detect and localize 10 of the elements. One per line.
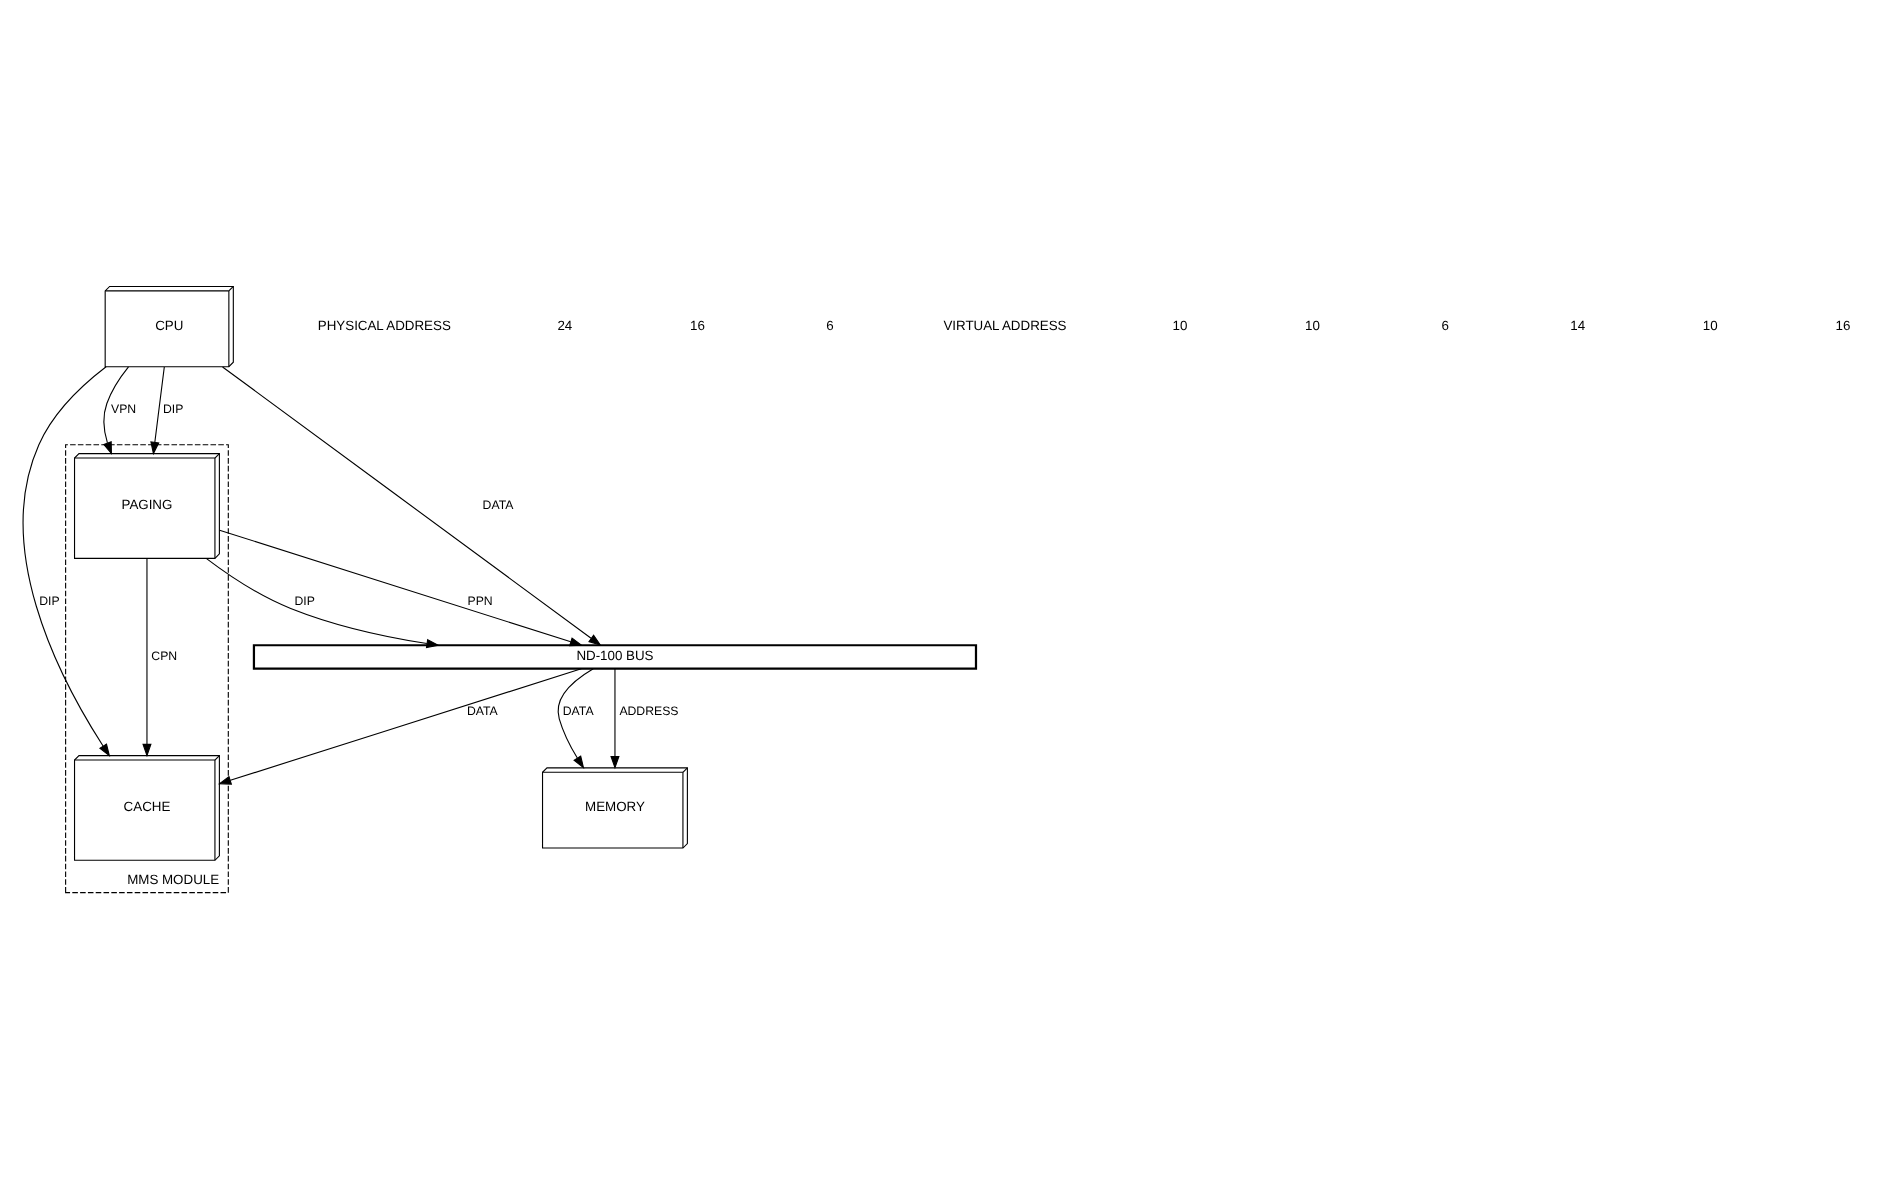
- arrow: [217, 668, 582, 785]
- arrow: [150, 366, 165, 456]
- arrow: [205, 557, 440, 649]
- arrow: [222, 366, 602, 647]
- arrow: [102, 366, 130, 456]
- arrow: [557, 668, 594, 769]
- arrow: [610, 668, 620, 770]
- arrow: [219, 529, 584, 647]
- arrow: [22, 366, 111, 757]
- arrow: [142, 558, 152, 758]
